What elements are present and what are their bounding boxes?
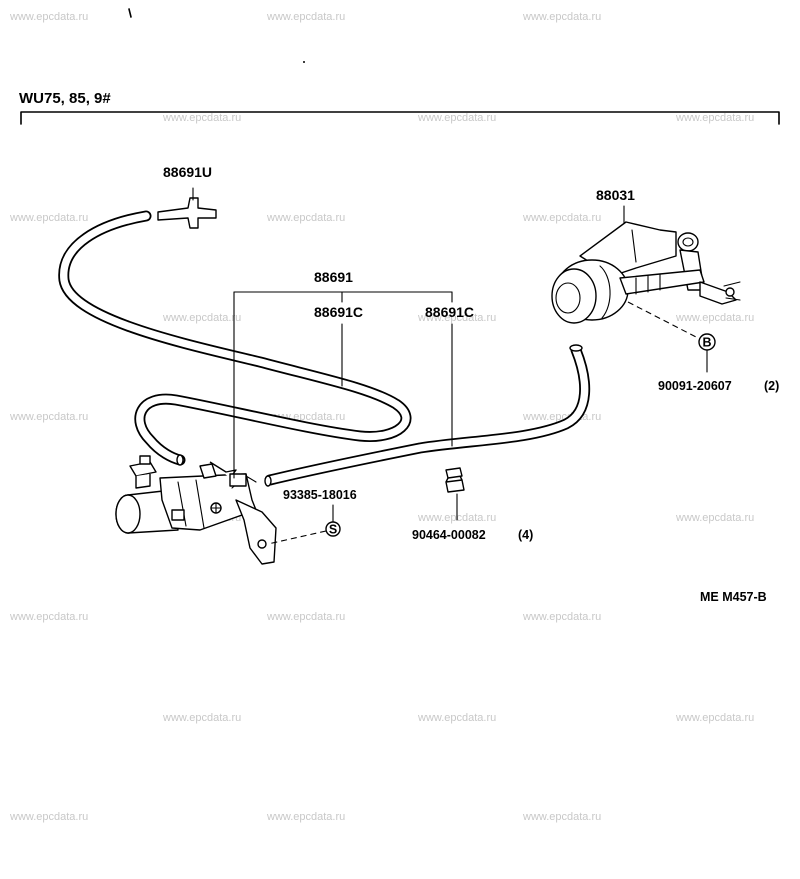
bolt-b-callout: B 90091-20607 (2) — [658, 333, 779, 393]
watermark: www.epcdata.ru — [9, 212, 88, 224]
watermark: www.epcdata.ru — [675, 112, 754, 124]
tee-joint-label: 88691U — [163, 164, 212, 180]
hose-assembly — [58, 210, 591, 487]
screw-s-callout: 93385-18016 S — [267, 488, 357, 545]
watermark: www.epcdata.ru — [266, 11, 345, 23]
bolt-b-label: 90091-20607 — [658, 379, 732, 393]
scan-dot — [303, 61, 305, 63]
watermark: www.epcdata.ru — [522, 611, 601, 623]
diagram-code: ME M457-B — [700, 590, 767, 604]
hose-left-path — [58, 210, 412, 466]
header-bracket — [20, 111, 780, 125]
screw-s-symbol: S — [329, 523, 337, 537]
watermark: www.epcdata.ru — [266, 811, 345, 823]
hose-end — [569, 344, 583, 352]
screw-s-label: 93385-18016 — [283, 488, 357, 502]
watermark: www.epcdata.ru — [675, 712, 754, 724]
clip-qty: (4) — [518, 528, 533, 542]
tee-joint: 88691U — [157, 164, 217, 229]
watermark: www.epcdata.ru — [417, 112, 496, 124]
watermark: www.epcdata.ru — [675, 312, 754, 324]
hose-end — [264, 475, 272, 487]
clip-label: 90464-00082 — [412, 528, 486, 542]
watermark: www.epcdata.ru — [266, 212, 345, 224]
watermark: www.epcdata.ru — [522, 212, 601, 224]
watermark: www.epcdata.ru — [417, 312, 496, 324]
scan-mark — [128, 8, 132, 18]
watermark: www.epcdata.ru — [162, 112, 241, 124]
vsv-assembly-label: 88691 — [314, 269, 353, 285]
hose-end — [176, 454, 184, 466]
model-range-label: WU75, 85, 9# — [19, 90, 111, 107]
clip-callout: 90464-00082 (4) — [412, 467, 533, 542]
hose-right-label: 88691C — [425, 304, 474, 320]
hose-left-label: 88691C — [314, 304, 363, 320]
egr-valve-label: 88031 — [596, 187, 635, 203]
watermark: www.epcdata.ru — [417, 712, 496, 724]
watermark: www.epcdata.ru — [675, 512, 754, 524]
watermark: www.epcdata.ru — [162, 312, 241, 324]
watermark: www.epcdata.ru — [9, 411, 88, 423]
watermark-layer: www.epcdata.ru www.epcdata.ru www.epcdat… — [9, 11, 754, 823]
watermark: www.epcdata.ru — [9, 11, 88, 23]
egr-valve: 88031 — [551, 187, 741, 339]
watermark: www.epcdata.ru — [9, 611, 88, 623]
watermark: www.epcdata.ru — [522, 11, 601, 23]
vsv-valve — [115, 455, 277, 565]
bolt-b-qty: (2) — [764, 379, 779, 393]
vsv-callout: 88691 88691C 88691C — [233, 269, 474, 479]
watermark: www.epcdata.ru — [266, 611, 345, 623]
watermark: www.epcdata.ru — [162, 712, 241, 724]
watermark: www.epcdata.ru — [9, 811, 88, 823]
watermark: www.epcdata.ru — [522, 811, 601, 823]
bolt-b-symbol: B — [702, 336, 711, 350]
